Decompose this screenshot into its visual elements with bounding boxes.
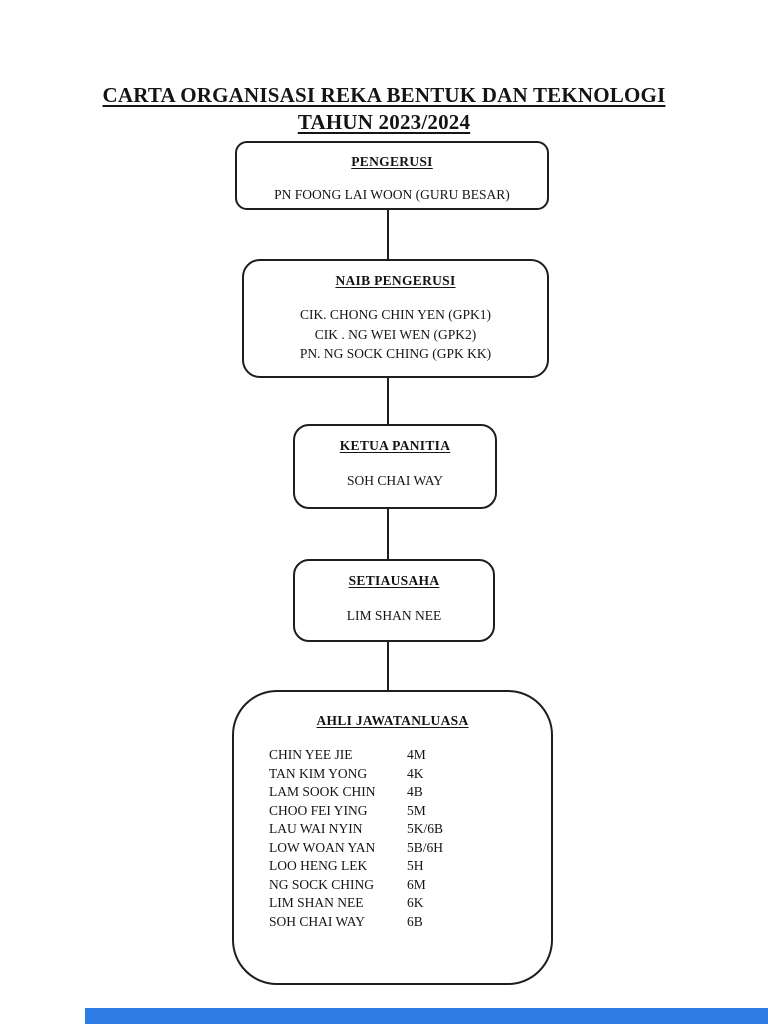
pengerusi-heading: PENGERUSI bbox=[351, 154, 433, 169]
committee-member-row: CHOO FEI YING 5M bbox=[269, 802, 551, 821]
next-page-edge bbox=[85, 1008, 768, 1024]
setiausaha-heading: SETIAUSAHA bbox=[348, 573, 440, 588]
committee-member-name: LOO HENG LEK bbox=[269, 858, 368, 873]
naib-member-3: PN. NG SOCK CHING (GPK KK) bbox=[299, 346, 492, 361]
org-box-setiausaha: SETIAUSAHA LIM SHAN NEE bbox=[293, 559, 495, 642]
committee-member-row: NG SOCK CHING 6M bbox=[269, 876, 551, 895]
page-title-line1: CARTA ORGANISASI REKA BENTUK DAN TEKNOLO… bbox=[102, 83, 666, 107]
ketua-panitia-member: SOH CHAI WAY bbox=[346, 473, 444, 488]
committee-member-name: LAM SOOK CHIN bbox=[269, 784, 376, 799]
connector-line-1 bbox=[387, 210, 389, 259]
committee-member-class: 6K bbox=[407, 895, 424, 910]
committee-member-name: NG SOCK CHING bbox=[269, 876, 375, 892]
setiausaha-member: LIM SHAN NEE bbox=[346, 608, 442, 623]
committee-member-name: LAU WAI NYIN bbox=[269, 821, 363, 836]
connector-line-4 bbox=[387, 642, 389, 690]
pengerusi-member: PN FOONG LAI WOON (GURU BESAR) bbox=[274, 187, 510, 202]
committee-member-name: LOW WOAN YAN bbox=[269, 839, 376, 855]
ketua-panitia-heading: KETUA PANITIA bbox=[339, 438, 451, 453]
connector-line-3 bbox=[387, 509, 389, 559]
committee-member-name: SOH CHAI WAY bbox=[269, 913, 366, 929]
committee-member-class: 5B/6H bbox=[407, 839, 444, 855]
org-box-ahli-jawatanluasa: AHLI JAWATANLUASA CHIN YEE JIE 4M TAN KI… bbox=[232, 690, 553, 985]
committee-member-class: 6B bbox=[407, 913, 423, 929]
naib-pengerusi-members: CIK. CHONG CHIN YEN (GPK1) CIK . NG WEI … bbox=[244, 305, 547, 364]
committee-member-class: 4K bbox=[407, 765, 424, 781]
committee-member-row: TAN KIM YONG 4K bbox=[269, 765, 551, 784]
committee-member-name: LIM SHAN NEE bbox=[269, 895, 364, 910]
committee-member-name: CHOO FEI YING bbox=[269, 802, 368, 818]
committee-member-class: 4M bbox=[407, 747, 426, 762]
committee-member-list: CHIN YEE JIE 4M TAN KIM YONG 4K LAM SOOK… bbox=[234, 746, 551, 931]
committee-member-row: LOO HENG LEK 5H bbox=[269, 857, 551, 876]
committee-member-row: LAM SOOK CHIN 4B bbox=[269, 783, 551, 802]
org-box-pengerusi: PENGERUSI PN FOONG LAI WOON (GURU BESAR) bbox=[235, 141, 549, 210]
org-box-ketua-panitia: KETUA PANITIA SOH CHAI WAY bbox=[293, 424, 497, 509]
committee-member-class: 4B bbox=[407, 784, 423, 799]
ahli-jawatanluasa-heading: AHLI JAWATANLUASA bbox=[316, 713, 469, 728]
committee-member-name: TAN KIM YONG bbox=[269, 765, 368, 781]
connector-line-2 bbox=[387, 378, 389, 424]
committee-member-class: 5H bbox=[407, 858, 424, 873]
committee-member-row: LAU WAI NYIN 5K/6B bbox=[269, 820, 551, 839]
naib-member-1: CIK. CHONG CHIN YEN (GPK1) bbox=[299, 307, 492, 322]
committee-member-row: SOH CHAI WAY 6B bbox=[269, 913, 551, 932]
committee-member-class: 5K/6B bbox=[407, 821, 444, 836]
committee-member-row: LIM SHAN NEE 6K bbox=[269, 894, 551, 913]
committee-member-row: LOW WOAN YAN 5B/6H bbox=[269, 839, 551, 858]
committee-member-class: 5M bbox=[407, 802, 426, 818]
committee-member-name: CHIN YEE JIE bbox=[269, 747, 353, 762]
naib-member-2: CIK . NG WEI WEN (GPK2) bbox=[314, 326, 477, 342]
committee-member-class: 6M bbox=[407, 876, 426, 892]
page-title-line2: TAHUN 2023/2024 bbox=[297, 110, 471, 134]
org-box-naib-pengerusi: NAIB PENGERUSI CIK. CHONG CHIN YEN (GPK1… bbox=[242, 259, 549, 378]
committee-member-row: CHIN YEE JIE 4M bbox=[269, 746, 551, 765]
page-title: CARTA ORGANISASI REKA BENTUK DAN TEKNOLO… bbox=[0, 82, 768, 136]
naib-pengerusi-heading: NAIB PENGERUSI bbox=[335, 273, 456, 288]
